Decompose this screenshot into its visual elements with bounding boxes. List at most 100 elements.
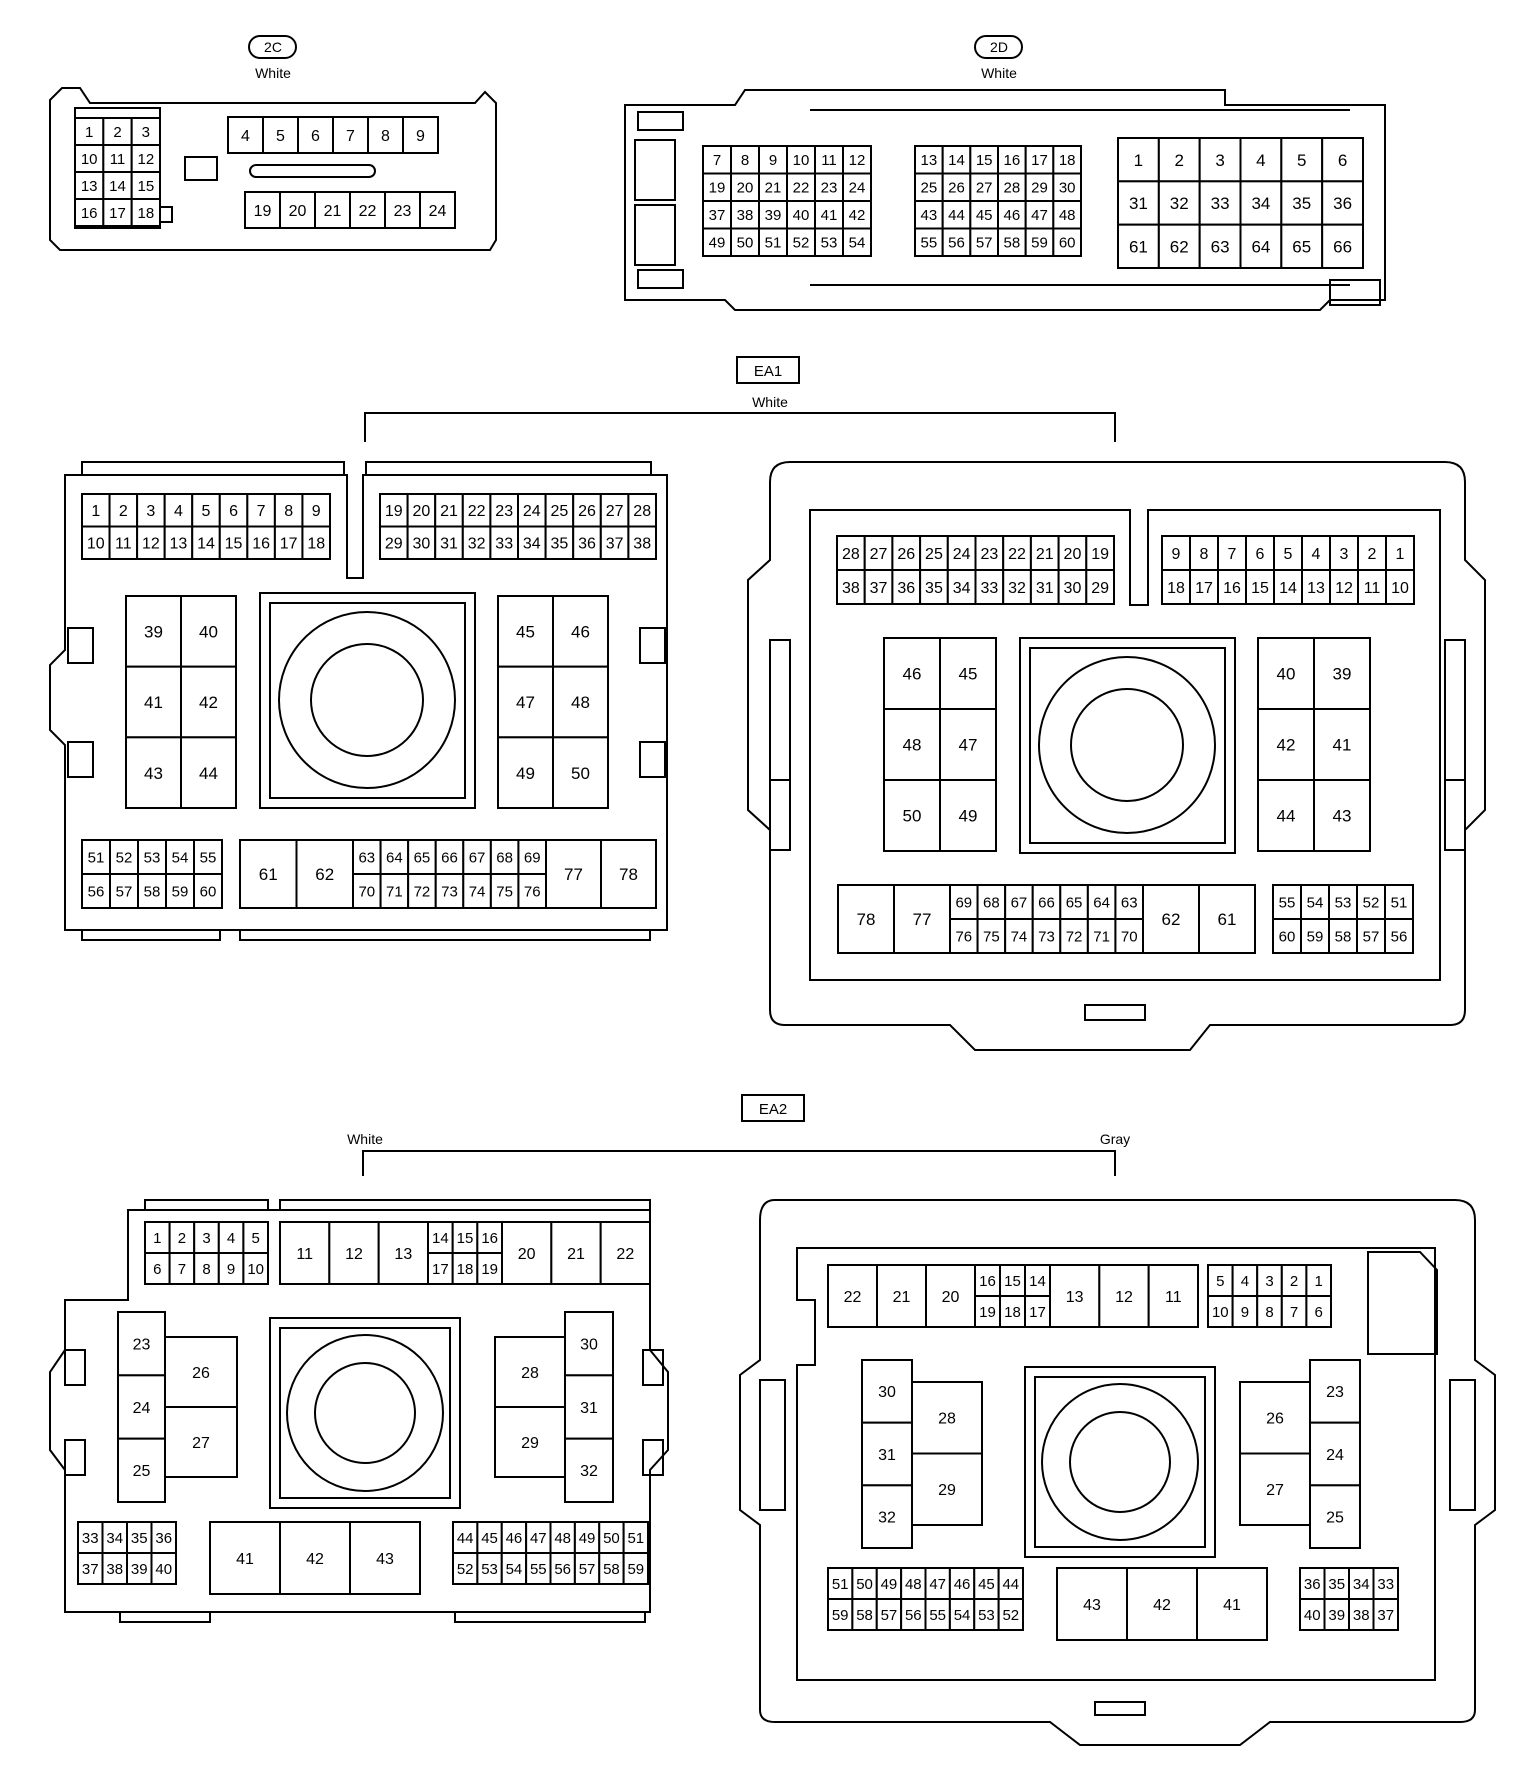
pin-number: 20 [737, 180, 754, 197]
pin-number: 38 [737, 207, 754, 224]
pin-number: 70 [1121, 928, 1138, 945]
pin-number: 27 [192, 1435, 210, 1452]
pin-number: 7 [178, 1261, 186, 1278]
pin-cell [81, 525, 111, 560]
pin-number: 41 [1223, 1597, 1241, 1614]
connector-2d-latch-bottom [637, 269, 684, 289]
pin-cell [476, 1252, 504, 1285]
pin-number: 18 [307, 536, 325, 553]
pin-number: 21 [324, 203, 342, 220]
pin-number: 39 [131, 1561, 148, 1578]
pin-number: 38 [1353, 1607, 1370, 1624]
pin-number: 9 [1241, 1304, 1249, 1321]
pin-number: 40 [199, 622, 218, 641]
connector-2d-side-block-a [634, 139, 676, 201]
pin-number: 54 [172, 849, 189, 866]
pin-number: 23 [133, 1336, 151, 1353]
pin-number: 72 [414, 883, 431, 900]
pin-cell [552, 595, 609, 668]
pin-number: 52 [457, 1561, 474, 1578]
pin-number: 37 [82, 1561, 99, 1578]
pin-number: 66 [441, 849, 458, 866]
pin-cell [332, 116, 369, 154]
pin-number: 60 [1059, 235, 1076, 252]
pin-number: 16 [1003, 152, 1020, 169]
pin-number: 18 [1004, 1304, 1021, 1321]
pin-cell [349, 191, 386, 229]
pin-number: 1 [85, 124, 93, 141]
pin-number: 38 [842, 580, 860, 597]
pin-number: 8 [1200, 546, 1209, 563]
connector-2c-housing [49, 87, 497, 251]
pin-cell [130, 198, 162, 227]
pin-cell [974, 535, 1005, 571]
pin-cell [786, 227, 816, 257]
connector-ea1-bracket [364, 412, 1116, 442]
pin-cell [911, 1452, 983, 1526]
pin-number: 53 [144, 849, 161, 866]
pin-number: 20 [289, 203, 307, 220]
pin-cell [786, 172, 816, 202]
pin-cell [999, 1295, 1026, 1328]
pin-number: 22 [616, 1246, 634, 1263]
pin-cell [814, 145, 844, 175]
connector-2c-latch [184, 156, 218, 181]
pin-cell [564, 1374, 614, 1440]
connector-ea1-left-housing [49, 474, 668, 931]
pin-cell [1217, 569, 1247, 605]
connector-ea2-right-housing [739, 1199, 1496, 1746]
pin-cell [1313, 637, 1371, 710]
pin-number: 25 [925, 546, 943, 563]
pin-cell [997, 1567, 1024, 1600]
pin-cell [1189, 535, 1219, 571]
pin-number: 46 [571, 622, 590, 641]
pin-number: 5 [1216, 1273, 1224, 1290]
pin-number: 57 [1363, 928, 1380, 945]
pin-cell [1280, 1295, 1308, 1328]
pin-number: 51 [627, 1530, 644, 1547]
pin-number: 31 [440, 536, 458, 553]
pin-number: 59 [172, 883, 189, 900]
pin-number: 10 [1391, 580, 1409, 597]
pin-number: 27 [606, 503, 624, 520]
pin-number: 35 [1328, 1576, 1345, 1593]
pin-cell [730, 200, 760, 230]
pin-cell [102, 171, 133, 200]
pin-cell [295, 839, 354, 909]
pin-number: 8 [1265, 1304, 1273, 1321]
pin-number: 48 [554, 1530, 571, 1547]
pin-number: 28 [938, 1411, 956, 1428]
pin-number: 77 [913, 910, 932, 929]
pin-number: 19 [1091, 546, 1109, 563]
pin-number: 26 [1266, 1411, 1284, 1428]
pin-cell [1052, 145, 1083, 175]
pin-number: 49 [579, 1530, 596, 1547]
pin-number: 14 [109, 178, 126, 195]
pin-number: 36 [1333, 194, 1352, 213]
pin-number: 18 [137, 205, 154, 222]
pin-number: 30 [1059, 180, 1076, 197]
pin-cell [997, 227, 1027, 257]
pin-number: 4 [227, 1230, 235, 1247]
pin-number: 21 [440, 503, 458, 520]
pin-number: 61 [1129, 237, 1148, 256]
pin-number: 51 [88, 849, 105, 866]
pin-number: 34 [106, 1530, 123, 1547]
pin-cell [108, 493, 139, 528]
pin-number: 6 [153, 1261, 161, 1278]
pin-number: 10 [793, 152, 810, 169]
pin-cell [1142, 884, 1200, 954]
connector-ea2-right-notch [1367, 1251, 1438, 1355]
pin-cell [1114, 884, 1145, 920]
pin-number: 57 [116, 883, 133, 900]
pin-cell [1384, 918, 1414, 954]
pin-cell [126, 1552, 153, 1585]
pin-number: 4 [1256, 151, 1265, 170]
pin-number: 75 [496, 883, 513, 900]
pin-cell [1256, 1264, 1283, 1297]
pin-number: 23 [495, 503, 513, 520]
pin-cell [497, 665, 554, 739]
pin-number: 30 [878, 1384, 896, 1401]
pin-number: 34 [953, 580, 971, 597]
pin-number: 32 [878, 1509, 896, 1526]
